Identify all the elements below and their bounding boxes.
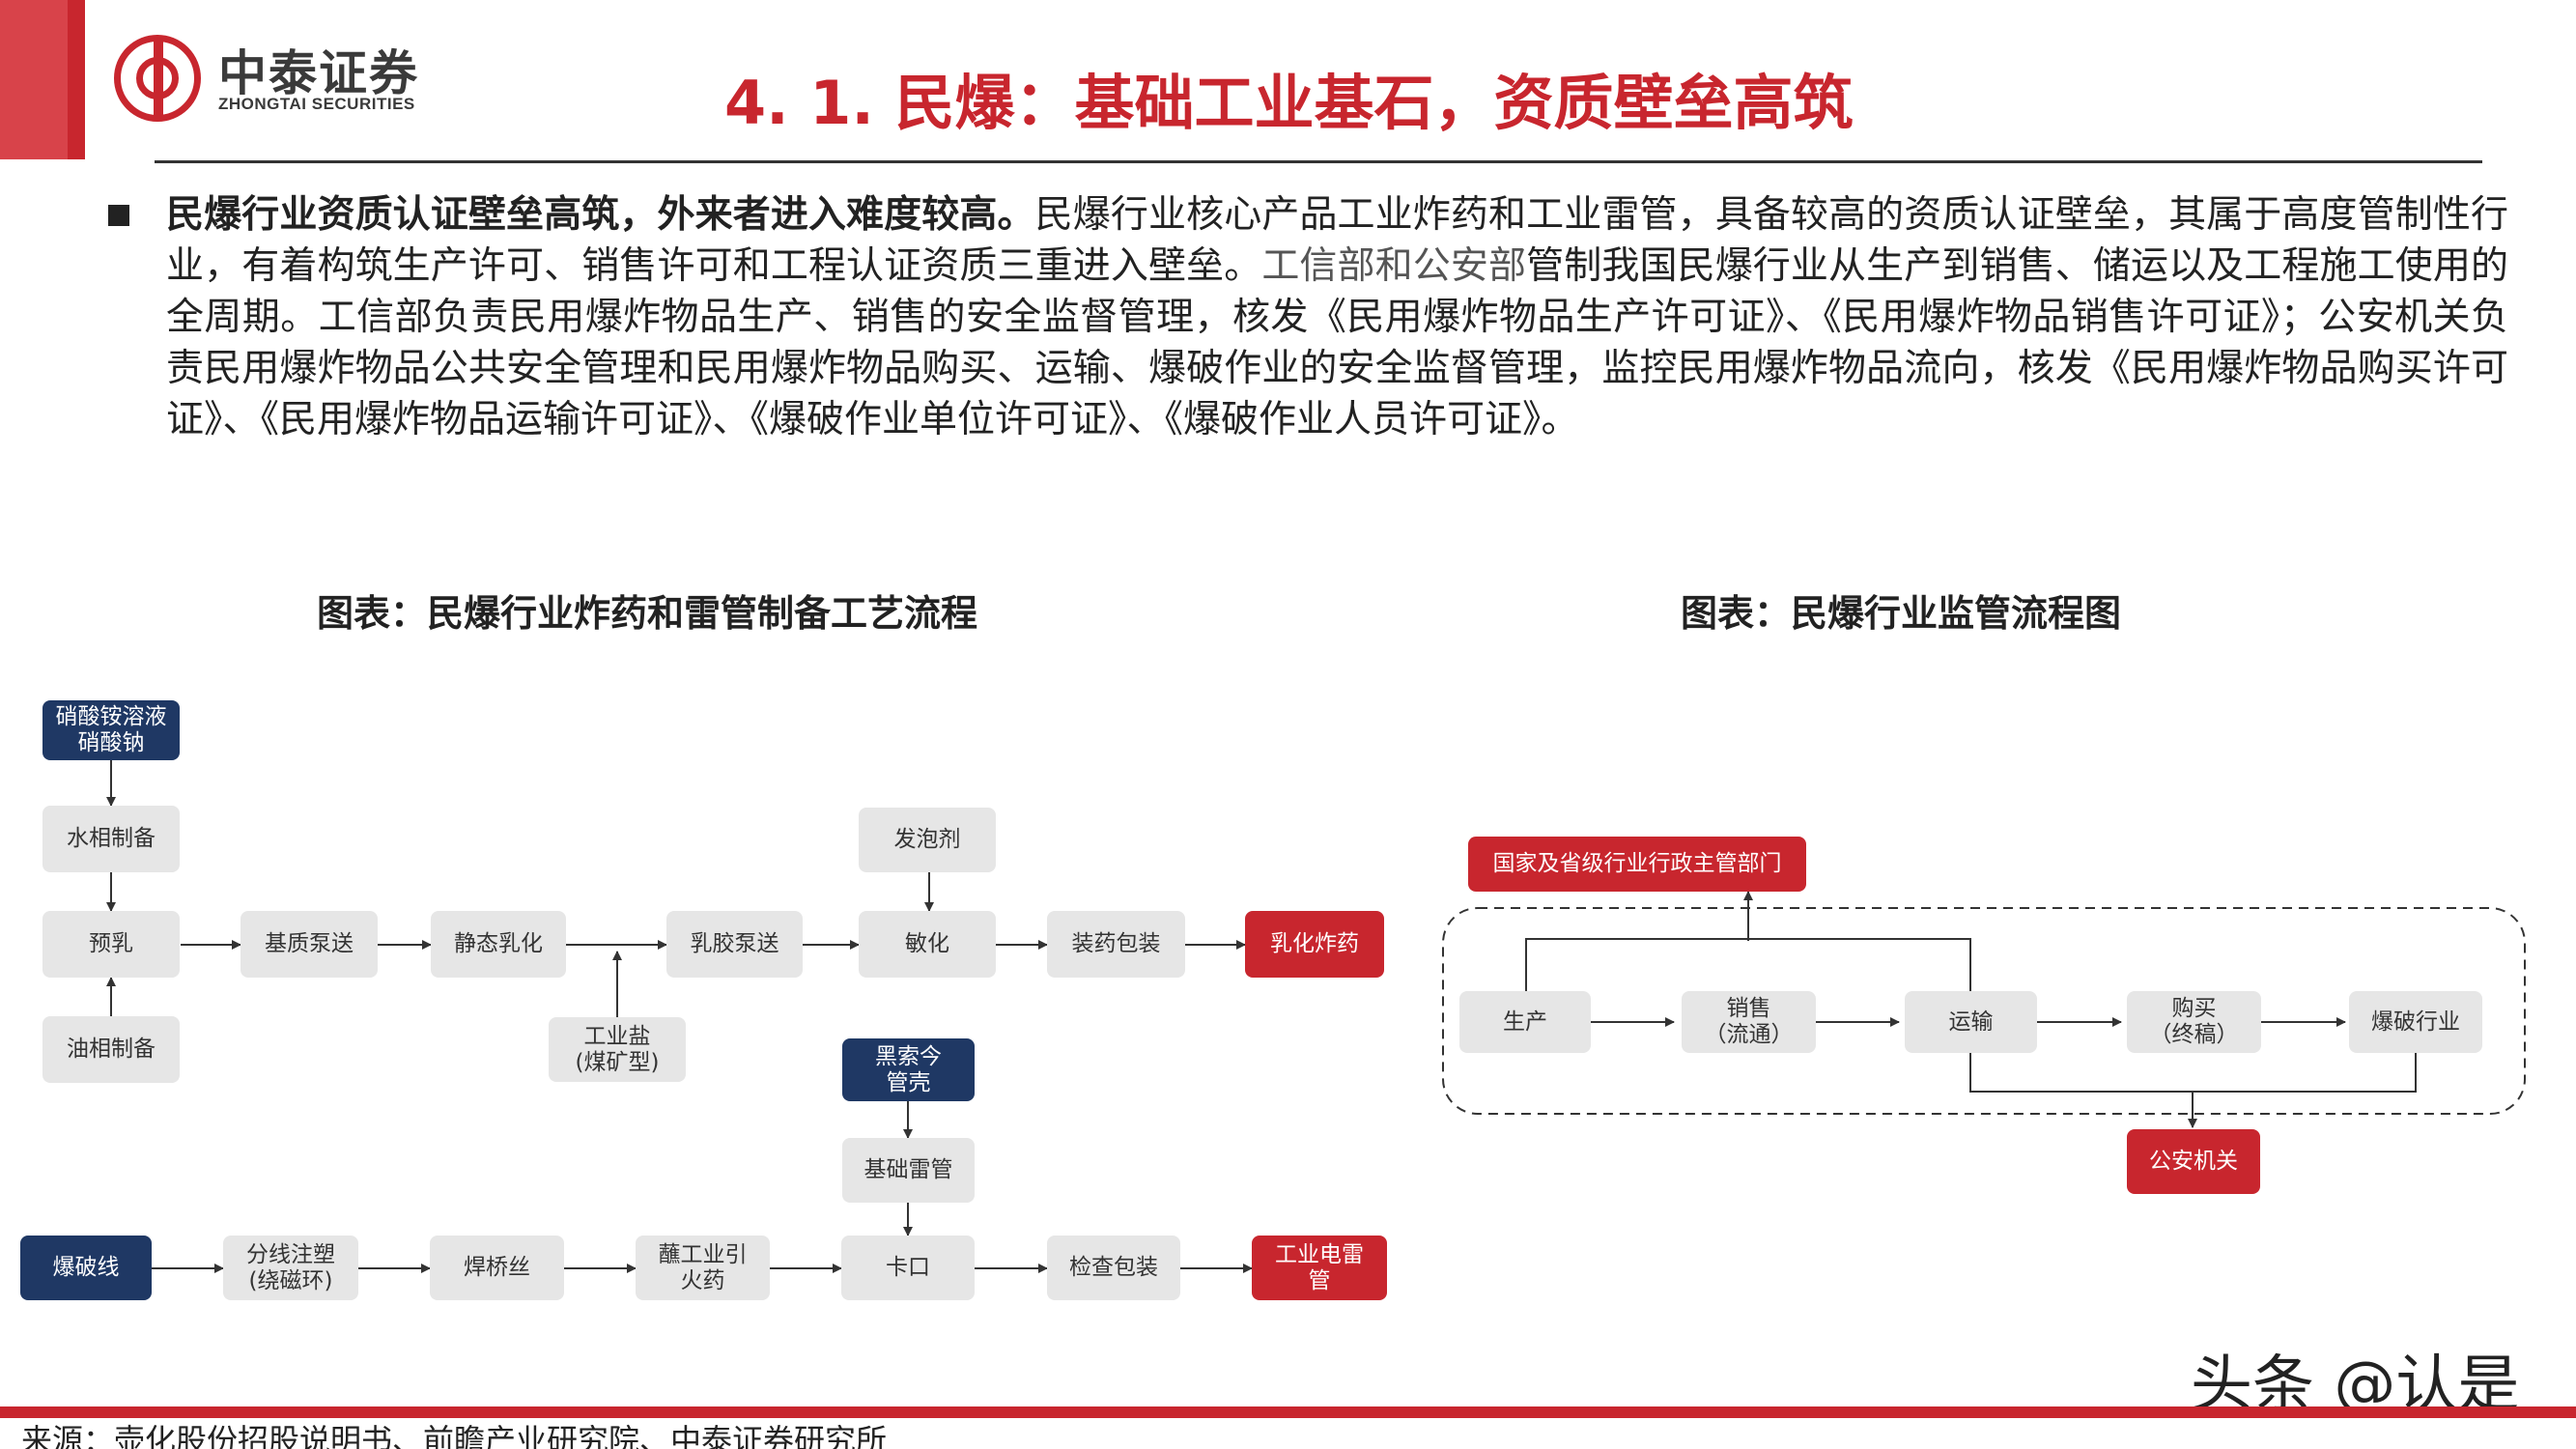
node-electric-detonator: 工业电雷 管: [1252, 1236, 1387, 1300]
corner-accent-shade: [0, 0, 68, 159]
node-charging-packaging: 装药包装: [1047, 911, 1185, 978]
node-purchase: 购买 （终稿）: [2127, 991, 2261, 1053]
node-bridge-wire-welding: 焊桥丝: [430, 1236, 564, 1300]
node-basic-detonator: 基础雷管: [842, 1138, 975, 1203]
line-bottom-loop: [1969, 1053, 2417, 1093]
node-crimping: 卡口: [841, 1236, 975, 1300]
node-transport: 运输: [1905, 991, 2037, 1053]
node-water-phase-prep: 水相制备: [42, 806, 180, 872]
node-blasting-industry: 爆破行业: [2349, 991, 2482, 1053]
node-matrix-pumping: 基质泵送: [241, 911, 378, 978]
lead-sentence: 民爆行业资质认证壁垒高筑，外来者进入难度较高。: [166, 193, 1035, 237]
footer-bar: [0, 1406, 2576, 1418]
node-industrial-salt: 工业盐 (煤矿型): [549, 1017, 686, 1082]
supervision-dashed-boundary: [1442, 907, 2526, 1115]
logo-chinese-name: 中泰证券: [218, 45, 419, 101]
bullet-square-icon: [108, 205, 129, 226]
node-pre-emulsion: 预乳: [42, 911, 180, 978]
body-text-gray: 工信部和公安部: [1261, 244, 1527, 288]
title-divider: [155, 160, 2482, 163]
node-national-authority: 国家及省级行业行政主管部门: [1468, 837, 1806, 892]
line-r2-up: [1748, 938, 1971, 991]
right-diagram-caption: 图表：民爆行业监管流程图: [1681, 592, 2122, 635]
node-wire-injection: 分线注塑 (绕磁环): [223, 1236, 358, 1300]
node-foaming-agent: 发泡剂: [859, 808, 996, 872]
page-title: 4. 1. 民爆：基础工业基石，资质壁垒高筑: [724, 68, 1854, 138]
node-inspection-packaging: 检查包装: [1047, 1236, 1180, 1300]
body-text-2: 管制我国民爆行业从生产到销售、储运以及工程施工使用的全周期。工信部负责民用爆炸物…: [166, 244, 2508, 441]
company-logo: 中泰证券 ZHONGTAI SECURITIES: [114, 35, 462, 124]
node-public-security: 公安机关: [2127, 1129, 2260, 1194]
left-diagram-caption: 图表：民爆行业炸药和雷管制备工艺流程: [317, 592, 978, 635]
node-oil-phase-prep: 油相制备: [42, 1016, 180, 1083]
node-blasting-wire: 爆破线: [20, 1236, 152, 1300]
node-production: 生产: [1459, 991, 1591, 1053]
body-text-1: 民爆行业核心产品工业炸药和工业雷管，具备较高的资质认证壁垒，其属于高度管制性行业…: [166, 193, 2508, 288]
node-emulsion-pumping: 乳胶泵送: [666, 911, 803, 978]
node-sensitization: 敏化: [859, 911, 996, 978]
node-rdx-shell: 黑索今 管壳: [842, 1038, 975, 1101]
node-sales: 销售 （流通）: [1682, 991, 1816, 1053]
node-ignition-dip: 蘸工业引 火药: [636, 1236, 770, 1300]
logo-english-name: ZHONGTAI SECURITIES: [218, 95, 415, 113]
source-note: 来源：壶化股份招股说明书、前瞻产业研究院、中泰证券研究所: [21, 1422, 888, 1449]
line-r1-up: [1525, 938, 1748, 991]
node-ammonium-nitrate-solution: 硝酸铵溶液 硝酸钠: [42, 700, 180, 760]
node-static-emulsification: 静态乳化: [431, 911, 566, 978]
body-paragraph: 民爆行业资质认证壁垒高筑，外来者进入难度较高。民爆行业核心产品工业炸药和工业雷管…: [166, 189, 2508, 445]
logo-icon: [114, 35, 201, 122]
node-emulsion-explosive: 乳化炸药: [1245, 911, 1384, 978]
